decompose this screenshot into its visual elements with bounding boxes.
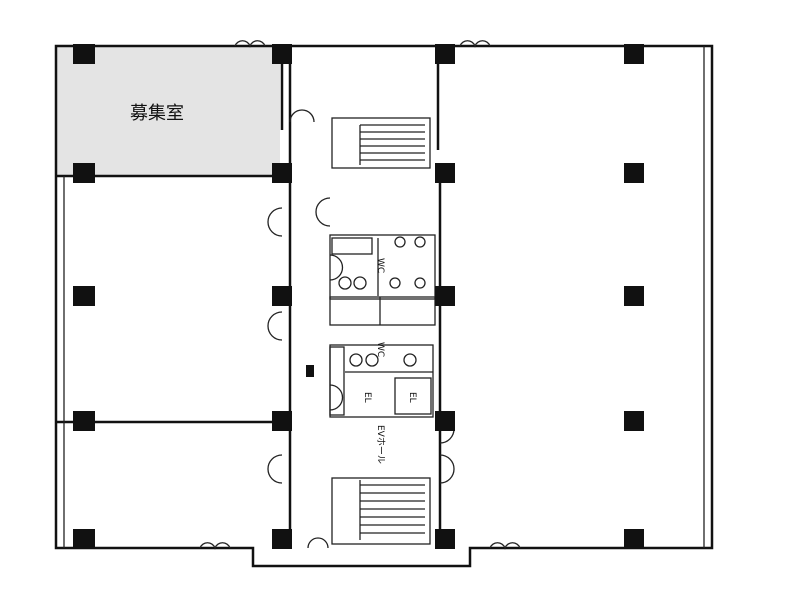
- core: [329, 234, 436, 418]
- stairs-lower: [331, 477, 431, 545]
- structural-columns: [73, 44, 644, 549]
- recruiting-room-label: 募集室: [130, 103, 184, 124]
- recruiting-room[interactable]: [56, 46, 280, 176]
- el-right-label: EL: [407, 392, 417, 403]
- outer-wall: [54, 44, 714, 568]
- doors: [199, 40, 521, 550]
- stairs-upper: [331, 117, 431, 169]
- wc-upper-label: WC: [375, 258, 385, 273]
- wc-lower-label: WC: [375, 342, 385, 357]
- ev-hall-label: EVホール: [375, 425, 386, 464]
- el-left-label: EL: [362, 392, 372, 403]
